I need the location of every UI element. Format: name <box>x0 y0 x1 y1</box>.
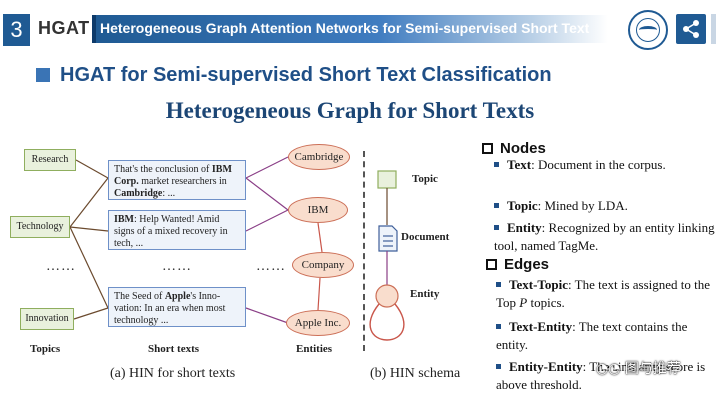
short-name: HGAT <box>38 18 90 38</box>
bar-title: Heterogeneous Graph Attention Networks f… <box>100 20 590 36</box>
entity-node-cambridge: Cambridge <box>288 144 350 170</box>
bullet-icon <box>496 324 501 329</box>
diagram-edges <box>69 156 405 341</box>
university-seal-icon <box>628 10 668 50</box>
checkbox-icon <box>482 143 493 154</box>
edge-item-text-entity: Text-Entity: The text contains the entit… <box>496 319 688 352</box>
entity-node-company: Company <box>292 252 354 278</box>
scrollbar[interactable] <box>711 14 716 44</box>
section-subtitle: HGAT for Semi-supervised Short Text Clas… <box>60 64 552 86</box>
entity-node-apple: Apple Inc. <box>286 310 350 336</box>
caption-b: (b) HIN schema <box>370 366 461 381</box>
col-label-topics: Topics <box>30 343 61 355</box>
schema-label-entity: Entity <box>410 288 440 300</box>
slide-header: 3 HGAT Heterogeneous Graph Attention Net… <box>0 8 720 52</box>
edges-heading: Edges <box>486 256 549 273</box>
title-bar: Heterogeneous Graph Attention Networks f… <box>92 15 608 43</box>
bullet-icon <box>494 203 499 208</box>
caption-a: (a) HIN for short texts <box>110 366 236 381</box>
bullet-icon <box>494 225 499 230</box>
node-item-text: Text: Document in the corpus. <box>494 156 716 174</box>
share-button[interactable] <box>676 14 706 44</box>
schema-label-document: Document <box>401 231 450 243</box>
slide-number: 3 <box>3 14 30 46</box>
schema-entity-node <box>375 284 399 308</box>
edge-item-entity-entity: Entity-Entity: The similarity score is a… <box>496 359 706 392</box>
document-icon <box>378 225 398 252</box>
node-item-topic: Topic: Mined by LDA. <box>494 197 716 215</box>
hin-diagram: Research Technology Innovation That's th… <box>0 135 480 395</box>
bullet-icon <box>496 282 501 287</box>
bullet-icon <box>496 364 501 369</box>
checkbox-icon <box>486 259 497 270</box>
node-item-entity: Entity: Recognized by an entity linking … <box>494 220 715 253</box>
schema-label-topic: Topic <box>412 173 438 185</box>
ellipsis-entities: …… <box>256 259 286 274</box>
topic-node-innovation: Innovation <box>20 308 74 330</box>
text-node-1: That's the conclusion of IBM Corp. marke… <box>108 160 246 200</box>
watermark: ◔◔ 图与推荐 <box>596 361 681 377</box>
divider <box>363 151 365 351</box>
bullet-icon <box>494 162 499 167</box>
nodes-heading: Nodes <box>482 140 546 157</box>
text-node-3: The Seed of Apple's Inno-vation: In an e… <box>108 287 246 327</box>
col-label-texts: Short texts <box>148 343 200 355</box>
definitions-panel: Nodes Text: Document in the corpus. Topi… <box>480 140 720 400</box>
edge-item-text-topic: Text-Topic: The text is assigned to the … <box>496 277 711 310</box>
topic-node-research: Research <box>24 149 76 171</box>
schema-topic-node <box>377 170 397 189</box>
entity-node-ibm: IBM <box>288 197 348 223</box>
col-label-entities: Entities <box>296 343 333 355</box>
bullet-square-icon <box>36 68 50 82</box>
ellipsis-topics: …… <box>46 259 76 274</box>
wechat-icon: ◔◔ <box>596 361 625 377</box>
text-node-2: IBM: Help Wanted! Amid signs of a mixed … <box>108 210 246 250</box>
ellipsis-texts: …… <box>162 259 192 274</box>
main-title: Heterogeneous Graph for Short Texts <box>165 98 535 123</box>
share-icon <box>683 20 699 38</box>
topic-node-technology: Technology <box>10 216 70 238</box>
